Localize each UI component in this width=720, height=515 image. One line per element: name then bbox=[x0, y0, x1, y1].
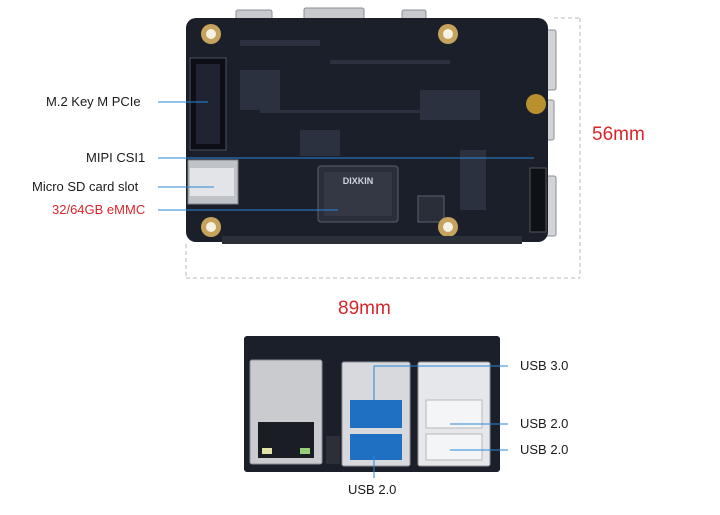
label-usb-2-0-bottom: USB 2.0 bbox=[348, 482, 397, 497]
label-microsd-slot: Micro SD card slot bbox=[32, 179, 139, 194]
label-m2-pcie: M.2 Key M PCIe bbox=[46, 94, 141, 109]
label-emmc: 32/64GB eMMC bbox=[52, 202, 146, 217]
soc-chip-brand: DIXKIN bbox=[343, 176, 374, 186]
usb-3-stack bbox=[341, 361, 411, 467]
usb-2-stack bbox=[417, 361, 491, 467]
ethernet-jack bbox=[249, 359, 323, 465]
label-usb-2-0-lower: USB 2.0 bbox=[520, 442, 569, 457]
audio-jack bbox=[326, 436, 340, 464]
gpio-header bbox=[222, 236, 522, 244]
csi-connector bbox=[529, 167, 547, 233]
label-usb-2-0-upper: USB 2.0 bbox=[520, 416, 569, 431]
leader-lines-top bbox=[158, 101, 534, 211]
emmc-chip bbox=[417, 195, 445, 223]
label-usb-3-0: USB 3.0 bbox=[520, 358, 569, 373]
mounting-holes bbox=[201, 24, 458, 237]
dimension-width: 89mm bbox=[338, 298, 391, 319]
rtc-component bbox=[526, 94, 546, 114]
dimension-guides bbox=[185, 17, 581, 279]
circuit-texture bbox=[240, 40, 486, 210]
label-mipi-csi1: MIPI CSI1 bbox=[86, 150, 146, 165]
dimension-height: 56mm bbox=[592, 124, 645, 145]
leader-lines-side bbox=[373, 365, 508, 478]
